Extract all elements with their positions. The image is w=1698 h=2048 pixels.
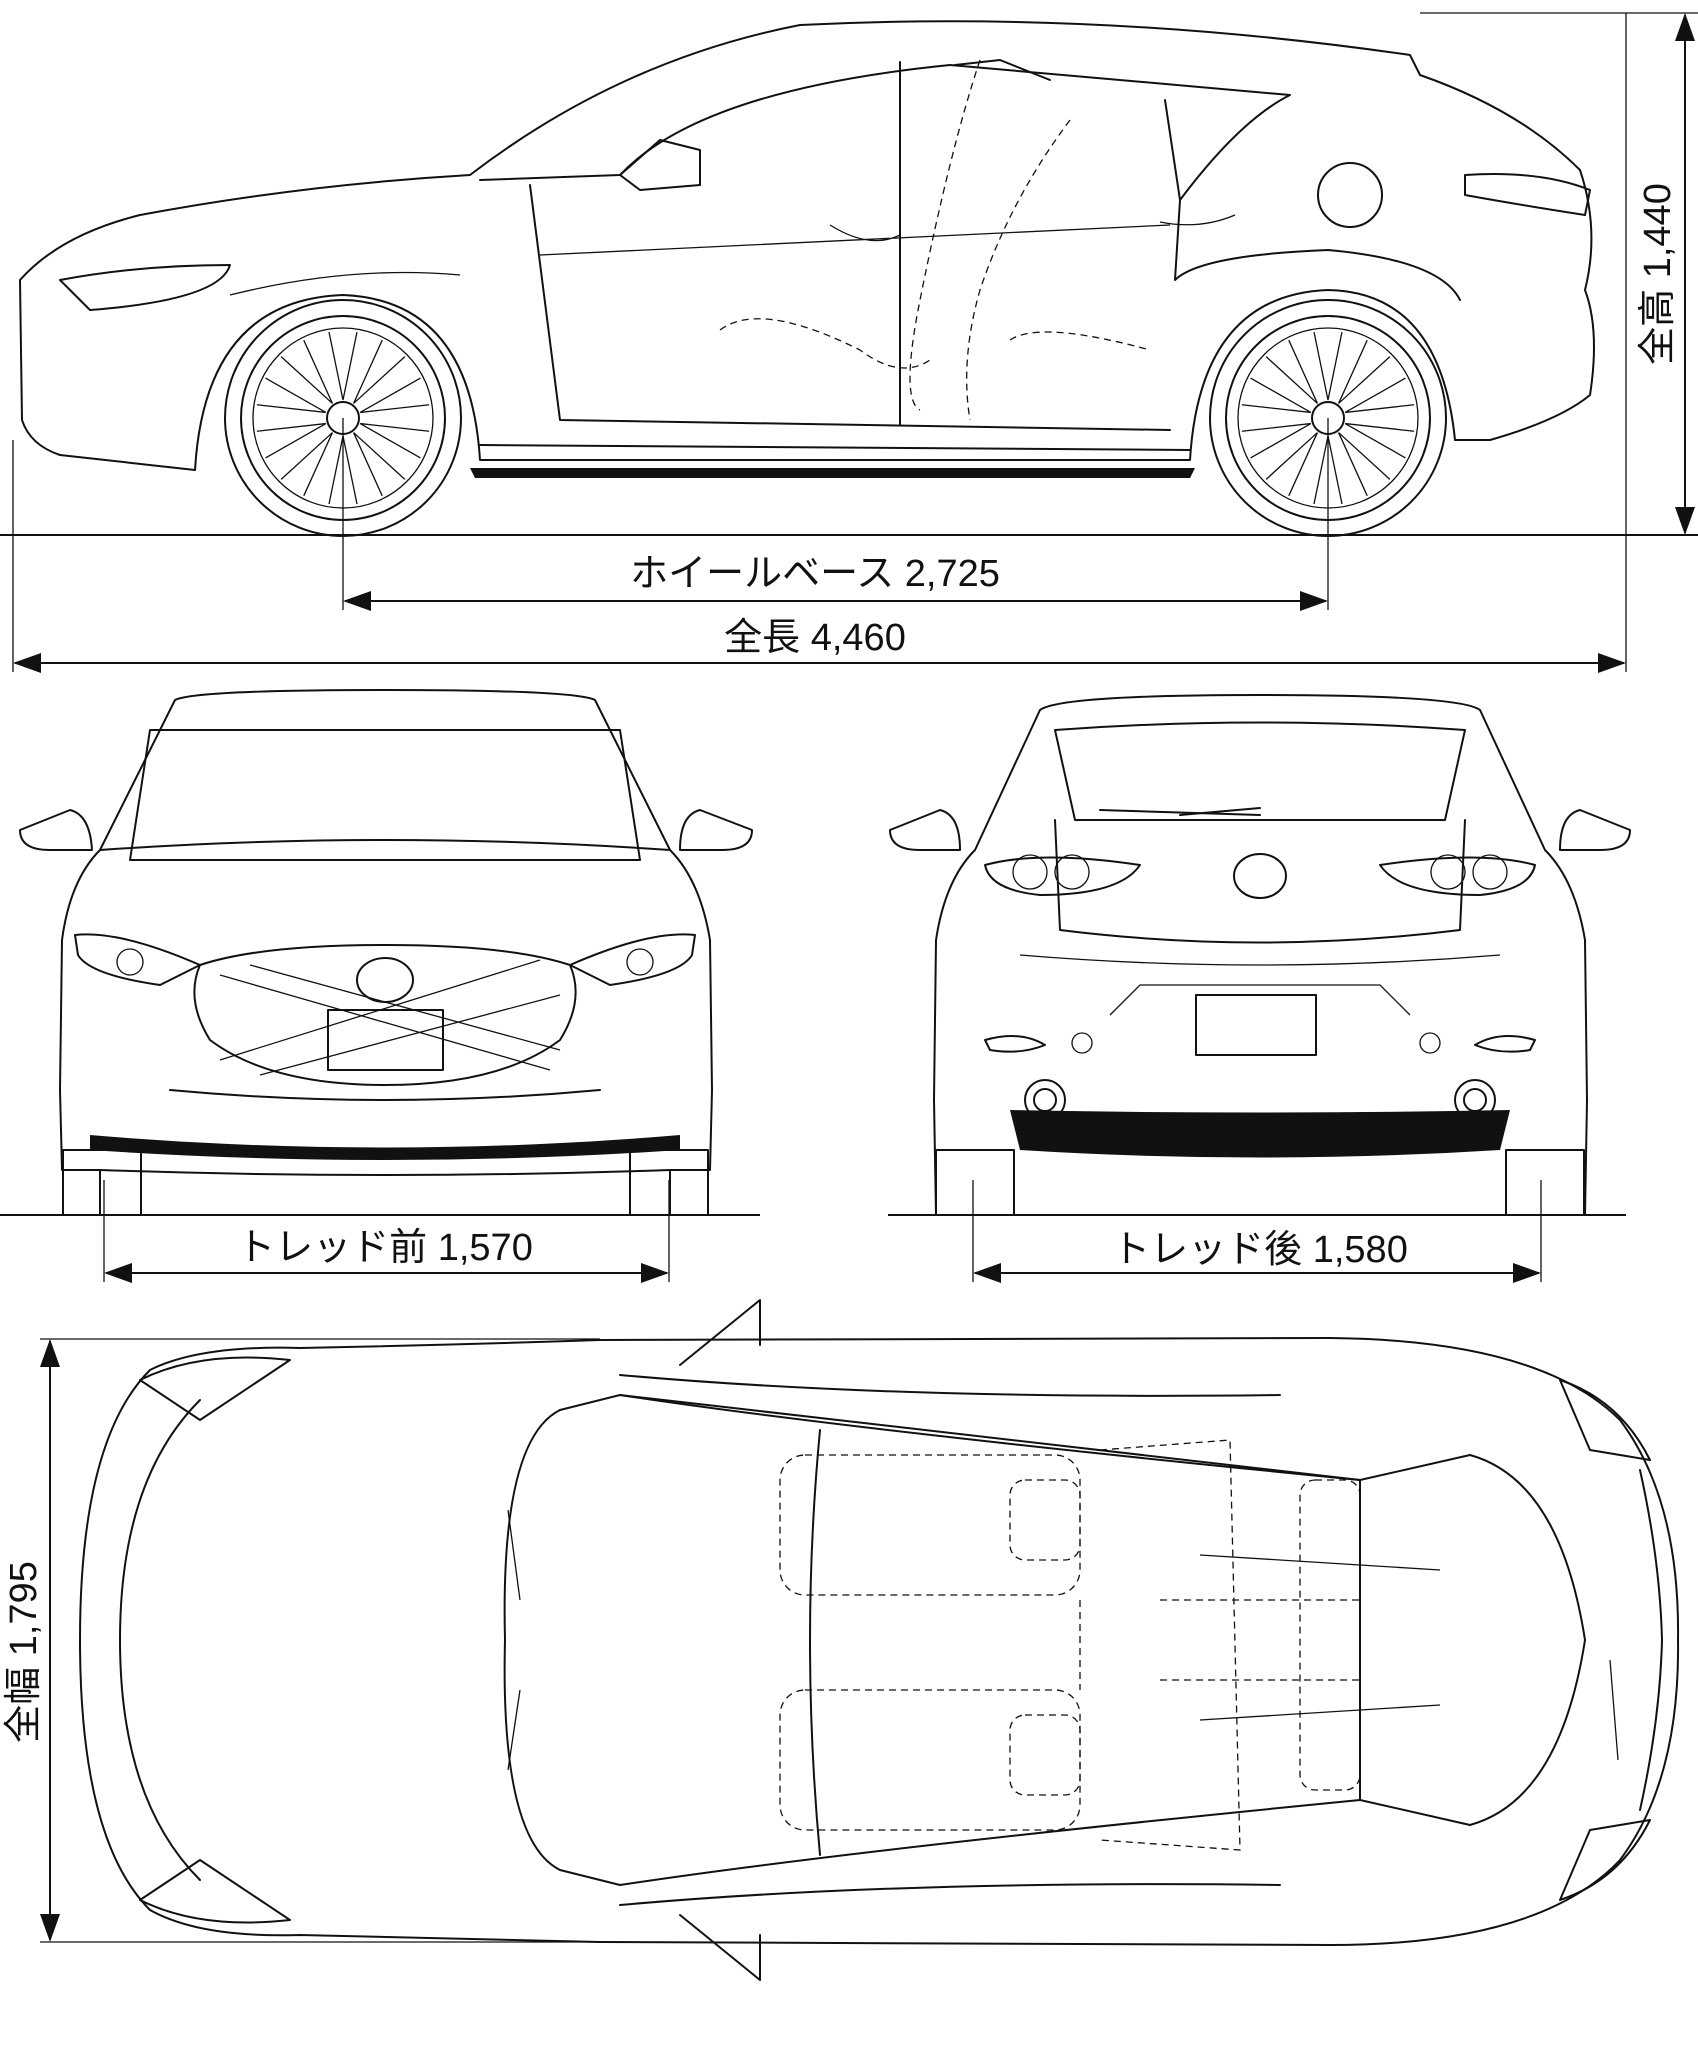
side-dimensions: ホイールベース 2,725 全長 4,460 全高 1,440 bbox=[12, 12, 1698, 673]
front-tread-label: トレッド前 1,570 bbox=[237, 1227, 533, 1269]
rear-tread-label: トレッド後 1,580 bbox=[1112, 1229, 1408, 1271]
rear-view bbox=[888, 694, 1631, 1216]
top-view bbox=[79, 1299, 1680, 1981]
side-mirrors bbox=[679, 1299, 761, 1981]
overall-length-label: 全長 4,460 bbox=[724, 617, 906, 659]
side-view bbox=[0, 20, 1698, 537]
front-tread-dimension: トレッド前 1,570 bbox=[103, 1180, 670, 1283]
width-dimension: 全幅 1,795 bbox=[3, 1338, 600, 1943]
overall-width-label: 全幅 1,795 bbox=[3, 1561, 45, 1743]
overall-height-label: 全高 1,440 bbox=[1637, 183, 1679, 365]
front-grille bbox=[193, 944, 577, 1086]
front-view bbox=[0, 689, 760, 1216]
rear-tread-dimension: トレッド後 1,580 bbox=[972, 1180, 1542, 1283]
wheelbase-label: ホイールベース 2,725 bbox=[630, 553, 1000, 595]
